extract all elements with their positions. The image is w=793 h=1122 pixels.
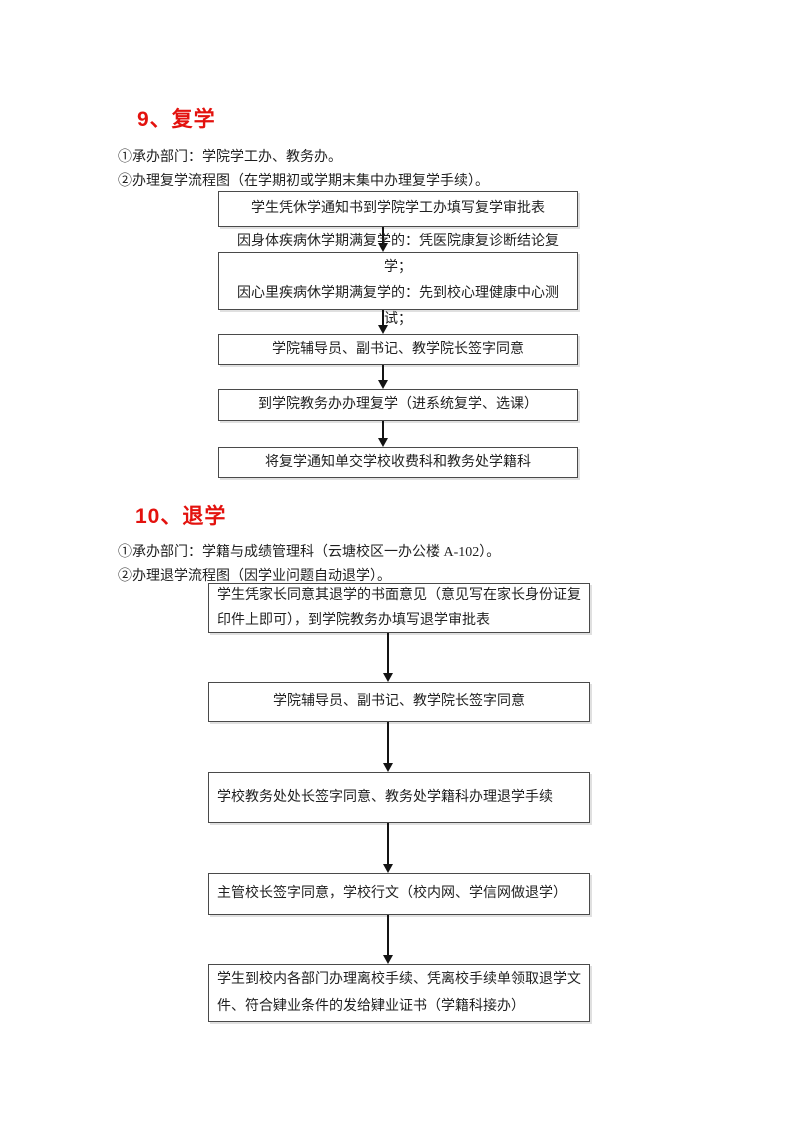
flow-box-resume-step-5: 将复学通知单交学校收费科和教务处学籍科: [218, 447, 578, 478]
flow-arrow-down-icon: [381, 915, 395, 964]
flow-arrow-down-icon: [376, 310, 390, 334]
flow-box-withdraw-step-4: 主管校长签字同意，学校行文（校内网、学信网做退学）: [208, 873, 590, 915]
flow-arrow-down-icon: [381, 722, 395, 772]
flow-arrow-down-icon: [381, 823, 395, 873]
flow-box-withdraw-step-3: 学校教务处处长签字同意、教务处学籍科办理退学手续: [208, 772, 590, 823]
section-9-title: 9、复学: [137, 108, 216, 131]
flow-box-resume-step-1: 学生凭休学通知书到学院学工办填写复学审批表: [218, 191, 578, 227]
flow-box-resume-step-3: 学院辅导员、副书记、教学院长签字同意: [218, 334, 578, 365]
flow-arrow-down-icon: [381, 633, 395, 682]
flow-box-withdraw-step-2: 学院辅导员、副书记、教学院长签字同意: [208, 682, 590, 722]
section-10-title: 10、退学: [135, 505, 227, 528]
section-10-dept-line: ①承办部门：学籍与成绩管理科（云塘校区一办公楼 A-102）。: [118, 545, 501, 560]
section-10-flow-line: ②办理退学流程图（因学业问题自动退学）。: [118, 569, 391, 584]
flow-box-withdraw-step-1: 学生凭家长同意其退学的书面意见（意见写在家长身份证复 印件上即可），到学院教务办…: [208, 583, 590, 633]
flow-box-resume-step-2: 因身体疾病休学期满复学的：凭医院康复诊断结论复学； 因心里疾病休学期满复学的：先…: [218, 234, 578, 327]
section-9-dept-line: ①承办部门：学院学工办、教务办。: [118, 150, 342, 165]
flow-arrow-down-icon: [376, 421, 390, 447]
flow-arrow-down-icon: [376, 365, 390, 389]
flow-box-withdraw-step-5: 学生到校内各部门办理离校手续、凭离校手续单领取退学文 件、符合肄业条件的发给肄业…: [208, 964, 590, 1022]
flow-arrow-down-icon: [376, 227, 390, 252]
flow-box-resume-step-4: 到学院教务办办理复学（进系统复学、选课）: [218, 389, 578, 421]
section-9-flow-line: ②办理复学流程图（在学期初或学期末集中办理复学手续）。: [118, 174, 489, 189]
